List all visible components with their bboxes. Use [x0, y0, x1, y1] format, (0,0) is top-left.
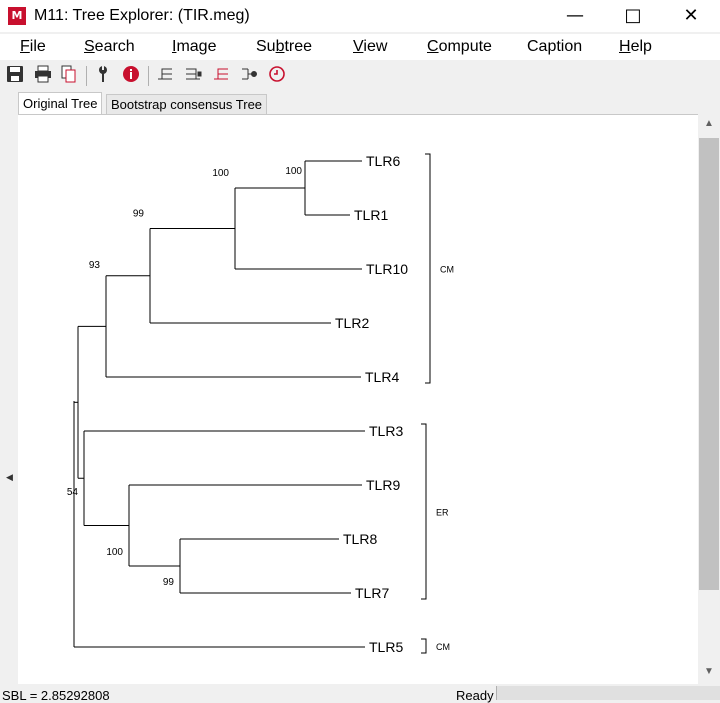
close-icon: ✕	[683, 5, 699, 26]
maximize-button[interactable]: □	[604, 0, 662, 32]
taxon-label[interactable]: TLR5	[369, 639, 403, 655]
tree-root-icon[interactable]	[154, 65, 176, 87]
taxon-label[interactable]: TLR1	[354, 207, 388, 223]
group-bracket	[421, 638, 427, 654]
bootstrap-value: 100	[285, 166, 302, 177]
menu-search[interactable]: Search	[84, 38, 135, 55]
minimize-button[interactable]: —	[546, 0, 604, 32]
scrollbar-thumb[interactable]	[699, 138, 719, 590]
tree-compress-icon[interactable]	[238, 65, 260, 87]
bootstrap-value: 99	[163, 577, 175, 588]
maximize-icon: □	[624, 5, 642, 26]
collapse-arrow-icon[interactable]: ◀	[6, 472, 13, 482]
taxon-label[interactable]: TLR4	[365, 369, 399, 385]
group-bracket	[421, 423, 427, 600]
app-logo: M	[8, 7, 26, 25]
clock-icon[interactable]	[266, 65, 288, 87]
status-panel	[496, 686, 720, 700]
menu-view[interactable]: View	[353, 38, 388, 55]
wrench-icon[interactable]	[92, 65, 114, 87]
taxon-label[interactable]: TLR8	[343, 531, 377, 547]
scroll-down-icon[interactable]: ▼	[704, 666, 714, 677]
toolbar-separator	[86, 66, 87, 86]
toolbar-separator	[148, 66, 149, 86]
vertical-scrollbar[interactable]: ▲ ▼	[698, 114, 720, 684]
bootstrap-value: 99	[133, 209, 145, 220]
minimize-icon: —	[566, 5, 584, 26]
print-icon[interactable]	[32, 65, 54, 87]
copy-icon[interactable]	[58, 65, 80, 87]
taxon-label[interactable]: TLR2	[335, 315, 369, 331]
scroll-up-icon[interactable]: ▲	[704, 118, 714, 129]
menu-compute[interactable]: Compute	[427, 38, 492, 55]
title-bar: M M11: Tree Explorer: (TIR.meg) — □ ✕	[0, 0, 720, 32]
phylogenetic-tree: TLR6TLR1TLR10TLR2TLR4TLR3TLR9TLR8TLR7TLR…	[67, 153, 454, 655]
status-bar: SBL = 2.85292808 Ready	[0, 684, 720, 703]
menu-help[interactable]: Help	[619, 38, 652, 55]
menu-file[interactable]: File	[20, 38, 46, 55]
toolbar	[0, 62, 720, 90]
status-state: Ready	[456, 688, 494, 703]
taxon-label[interactable]: TLR3	[369, 423, 403, 439]
menu-image[interactable]: Image	[172, 38, 217, 55]
menu-caption[interactable]: Caption	[527, 38, 583, 55]
info-icon[interactable]	[120, 65, 142, 87]
menu-bar: File Search Image Subtree View Compute C…	[0, 34, 720, 60]
left-panel-strip: ◀	[0, 92, 18, 684]
tree-swap-icon[interactable]	[210, 65, 232, 87]
sbl-value: SBL = 2.85292808	[2, 688, 110, 703]
taxon-label[interactable]: TLR6	[366, 153, 400, 169]
group-label: CM	[440, 265, 454, 275]
save-icon[interactable]	[4, 65, 26, 87]
tree-flip-icon[interactable]	[182, 65, 204, 87]
group-bracket	[425, 153, 431, 384]
taxon-label[interactable]: TLR7	[355, 585, 389, 601]
taxon-label[interactable]: TLR10	[366, 261, 408, 277]
window-title: M11: Tree Explorer: (TIR.meg)	[34, 7, 250, 24]
close-button[interactable]: ✕	[662, 0, 720, 32]
menu-subtree[interactable]: Subtree	[256, 38, 313, 55]
tab-bootstrap-consensus-tree[interactable]: Bootstrap consensus Tree	[106, 94, 268, 114]
bootstrap-value: 100	[106, 547, 123, 558]
bootstrap-value: 54	[67, 487, 79, 498]
tab-original-tree[interactable]: Original Tree	[18, 92, 103, 115]
bootstrap-value: 100	[212, 168, 229, 179]
group-label: ER	[436, 508, 449, 518]
taxon-label[interactable]: TLR9	[366, 477, 400, 493]
group-label: CM	[436, 642, 450, 652]
bootstrap-value: 93	[89, 260, 101, 271]
